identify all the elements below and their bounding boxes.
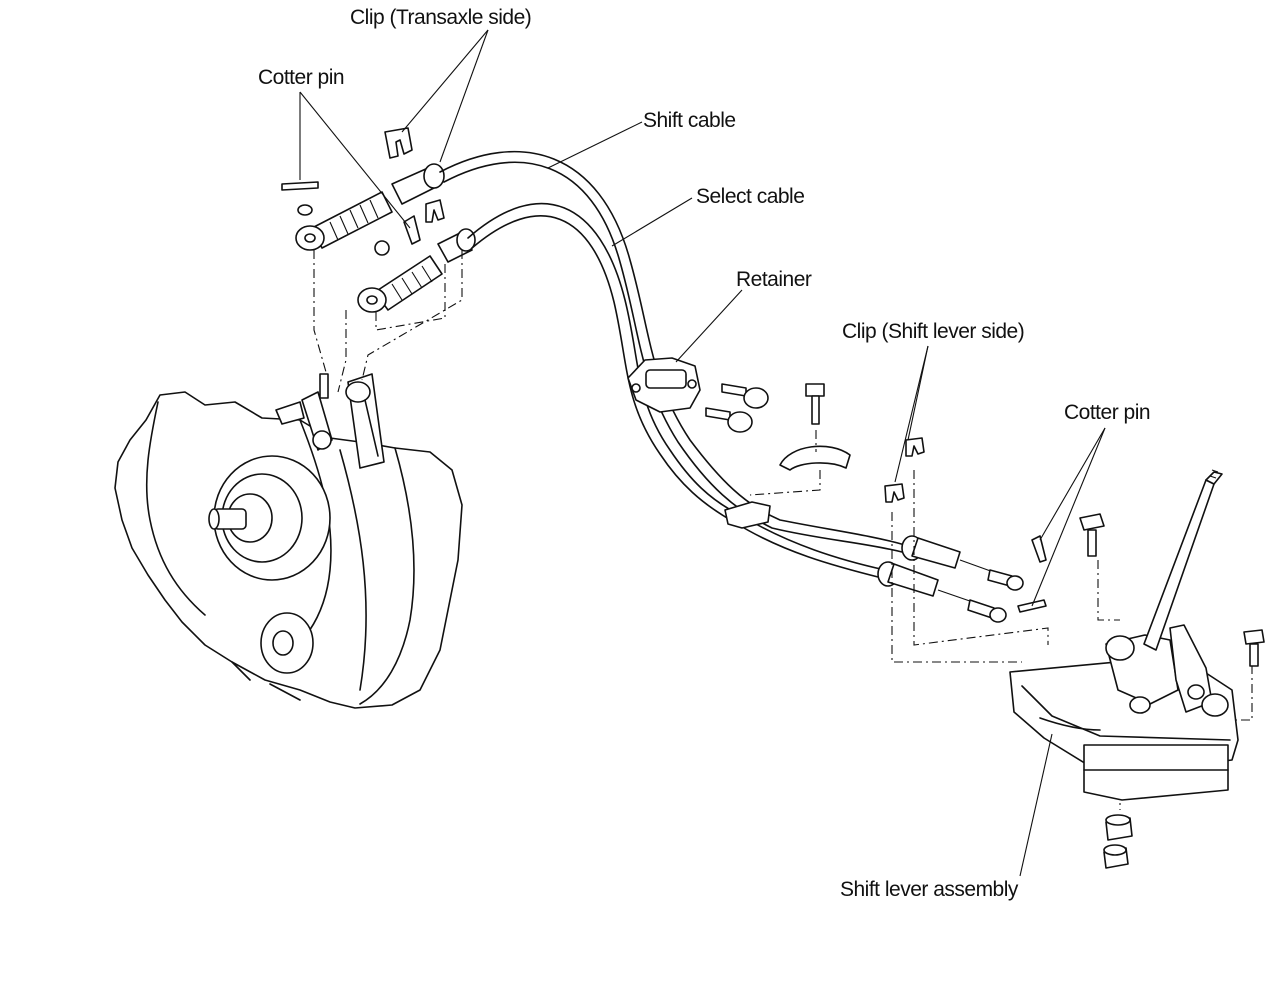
leader-lines xyxy=(299,29,1106,877)
retainer xyxy=(627,357,701,413)
label-cotter-pin-transaxle: Cotter pin xyxy=(258,66,344,89)
clip-shift-lever-side xyxy=(884,437,925,503)
retainer-bolts xyxy=(705,383,825,433)
cable-grommet xyxy=(724,501,771,529)
label-clip-transaxle-side: Clip (Transaxle side) xyxy=(350,6,531,29)
label-shift-cable: Shift cable xyxy=(643,109,736,132)
select-cable-end-transaxle xyxy=(357,228,476,313)
transaxle-housing xyxy=(114,391,463,709)
label-shift-lever-assembly: Shift lever assembly xyxy=(840,878,1019,901)
washer-icon xyxy=(374,240,390,256)
label-clip-shift-lever-side: Clip (Shift lever side) xyxy=(842,320,1024,343)
shift-cable-end-lever xyxy=(901,535,1024,591)
shift-cable-end-transaxle xyxy=(295,163,445,251)
cotter-pin-lever-side xyxy=(1017,535,1047,613)
alignment-lines-left xyxy=(313,250,463,393)
shift-cable xyxy=(439,150,906,553)
label-retainer: Retainer xyxy=(736,268,812,291)
shift-lever-assembly xyxy=(1009,469,1239,801)
lever-bolts xyxy=(1079,513,1265,869)
clip-transaxle-side xyxy=(384,127,445,223)
transaxle-shift-levers xyxy=(275,373,385,469)
label-cotter-pin-lever: Cotter pin xyxy=(1064,401,1150,424)
select-cable xyxy=(467,202,886,579)
label-select-cable: Select cable xyxy=(696,185,804,208)
cotter-pin-transaxle-side xyxy=(281,181,421,245)
cable-bracket xyxy=(749,430,851,496)
select-cable-end-lever xyxy=(877,561,1007,623)
